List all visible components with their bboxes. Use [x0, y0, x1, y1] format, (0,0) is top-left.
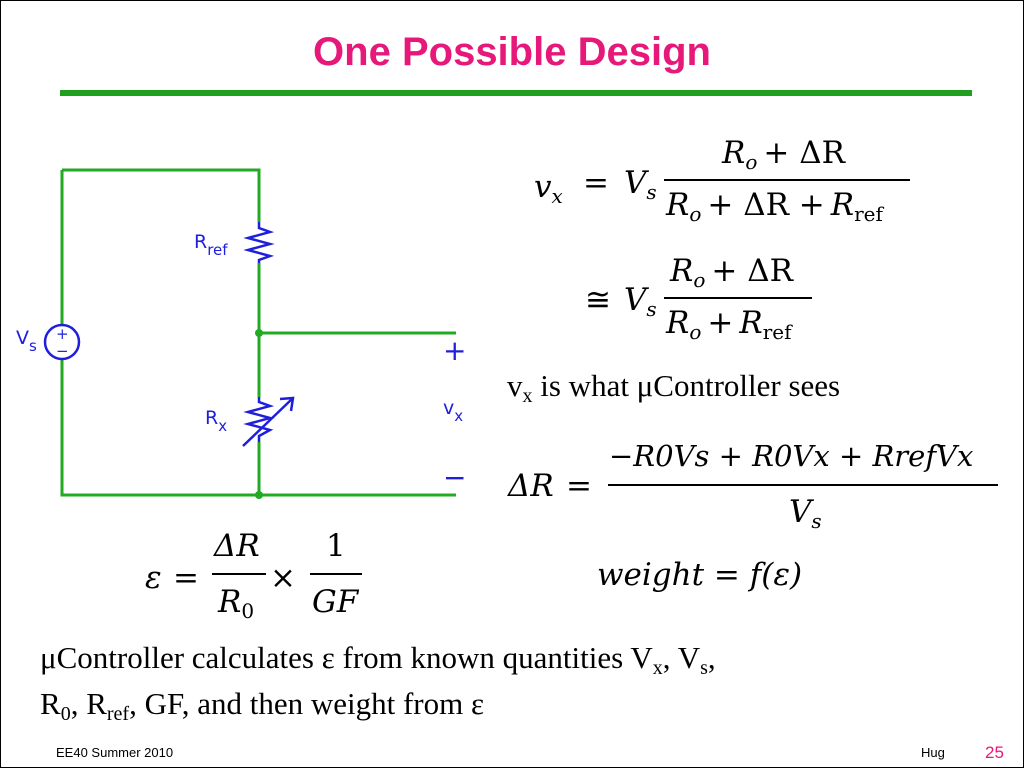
rref-resistor: [243, 222, 275, 263]
body-line-2: R0, Rref, GF, and then weight from ε: [40, 686, 485, 725]
vx-equation: vx = Vs Ro+ ΔR Ro+ ΔR +Rref: [534, 135, 910, 226]
rx-variable-arrow-line: [242, 397, 294, 447]
epsilon-num1: ΔR: [213, 528, 260, 564]
epsilon-den1: R0: [217, 584, 254, 623]
approx-numerator: Ro+ ΔR: [669, 253, 795, 292]
deltar-denominator: Vs: [789, 494, 822, 533]
circuit-nodes: [255, 329, 263, 499]
page-number: 25: [985, 743, 1004, 762]
approx-symbol: ≅: [585, 282, 611, 318]
vx-coef: Vs: [624, 165, 657, 204]
node-top: [255, 329, 263, 337]
epsilon-den2: GF: [312, 584, 360, 620]
vs-source: [43, 323, 81, 361]
approx-denominator: Ro+Rref: [665, 305, 793, 344]
epsilon-equation: ε = ΔR R0 × 1 GF: [145, 528, 362, 623]
vx-denominator: Ro+ ΔR +Rref: [665, 187, 885, 226]
vx-sees-text: vx is what μController sees: [507, 368, 841, 407]
approx-coef: Vs: [624, 282, 657, 321]
deltar-lhs: ΔR: [507, 468, 554, 504]
wire-top: [62, 168, 261, 222]
vs-label: Vs: [16, 327, 37, 355]
epsilon-times: ×: [270, 560, 296, 596]
epsilon-equals: =: [173, 560, 199, 596]
rx-label: Rx: [205, 407, 227, 435]
rx-resistor: [243, 397, 275, 442]
body-line-1: μController calculates ε from known quan…: [40, 640, 716, 679]
slide-title: One Possible Design: [313, 30, 711, 74]
vx-plus-sign: +: [443, 334, 466, 367]
node-bottom: [255, 491, 263, 499]
deltar-equals: =: [566, 468, 592, 504]
approx-equation: ≅ Vs Ro+ ΔR Ro+Rref: [585, 253, 812, 344]
circuit-labels: Rref Rx Vs + − vx + −: [16, 231, 466, 494]
title-rule: [60, 90, 972, 96]
vx-minus-sign: −: [443, 461, 466, 494]
rx-variable-arrow-head: [279, 396, 295, 412]
vx-lhs: vx: [534, 169, 563, 208]
deltar-equation: ΔR = −R0Vs + R0Vx + RrefVx Vs: [507, 439, 998, 533]
wire-left-bottom: [60, 360, 259, 497]
footer-course: EE40 Summer 2010: [56, 745, 174, 760]
epsilon-num2: 1: [326, 528, 346, 564]
vx-label: vx: [443, 397, 463, 425]
footer-author: Hug: [921, 745, 945, 760]
deltar-numerator: −R0Vs + R0Vx + RrefVx: [609, 439, 973, 473]
vx-equals: =: [583, 165, 609, 201]
vx-numerator: Ro+ ΔR: [721, 135, 847, 174]
vs-plus-sign: +: [56, 325, 69, 343]
weight-equation: weight = f(ε): [597, 557, 802, 593]
circuit-components: [43, 222, 295, 447]
epsilon-lhs: ε: [145, 560, 162, 596]
rref-label: Rref: [194, 231, 228, 259]
vs-minus-sign: −: [56, 342, 69, 360]
